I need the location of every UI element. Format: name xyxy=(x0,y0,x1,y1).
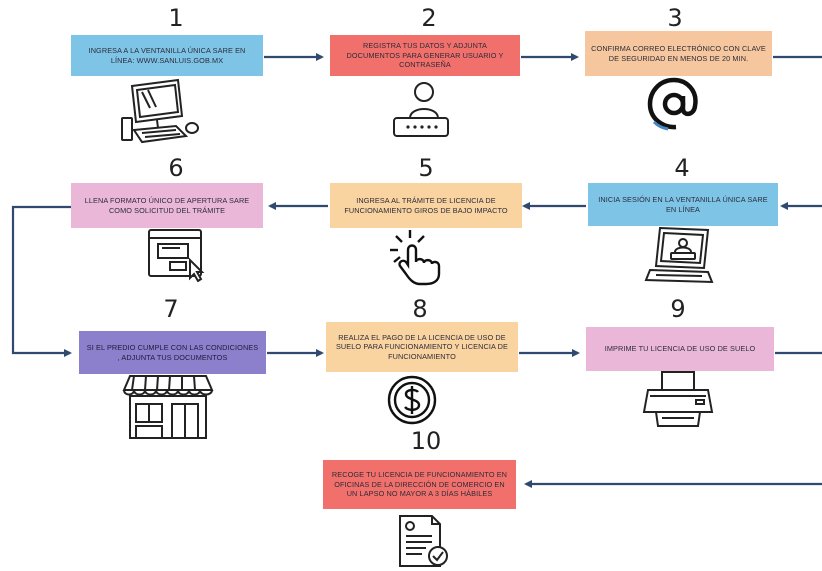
step-1-box: INGRESA A LA VENTANILLA ÚNICA SARE EN LÍ… xyxy=(71,35,263,76)
step-3-box: CONFIRMA CORREO ELECTRÓNICO CON CLAVE DE… xyxy=(585,31,772,76)
step-9-box: IMPRIME TU LICENCIA DE USO DE SUELO xyxy=(586,327,774,371)
dollar-coin-icon xyxy=(387,375,437,425)
click-hand-icon xyxy=(390,230,441,286)
step-4-number: 4 xyxy=(674,154,690,182)
step-8-box: REALIZA EL PAGO DE LA LICENCIA DE USO DE… xyxy=(326,322,518,372)
step-1-number: 1 xyxy=(168,4,184,32)
laptop-login-icon xyxy=(644,226,714,284)
step-8-number: 8 xyxy=(412,295,428,323)
step-3-number: 3 xyxy=(667,4,683,32)
step-6-number: 6 xyxy=(168,154,184,182)
step-10-number: 10 xyxy=(410,427,442,455)
arrow-6-to-7 xyxy=(11,205,72,357)
step-10-box: RECOGE TU LICENCIA DE FUNCIONAMIENTO EN … xyxy=(323,460,516,509)
step-2-box: REGISTRA TUS DATOS Y ADJUNTA DOCUMENTOS … xyxy=(330,35,520,76)
browser-form-icon xyxy=(148,229,205,282)
step-2-number: 2 xyxy=(421,4,437,32)
user-password-icon xyxy=(393,82,449,137)
step-7-box: SI EL PREDIO CUMPLE CON LAS CONDICIONES … xyxy=(79,331,266,374)
step-6-box: LLENA FORMATO ÚNICO DE APERTURA SARE COM… xyxy=(71,183,263,228)
step-9-number: 9 xyxy=(670,295,686,323)
step-7-number: 7 xyxy=(163,295,179,323)
storefront-icon xyxy=(122,375,214,439)
computer-icon xyxy=(121,78,199,144)
certificate-icon xyxy=(399,515,448,567)
step-5-box: INGRESA AL TRÁMITE DE LICENCIA DE FUNCIO… xyxy=(330,183,522,228)
at-sign-icon xyxy=(647,77,698,131)
printer-icon xyxy=(642,371,714,427)
step-4-box: INICIA SESIÓN EN LA VENTANILLA ÚNICA SAR… xyxy=(588,183,778,226)
step-5-number: 5 xyxy=(418,154,434,182)
